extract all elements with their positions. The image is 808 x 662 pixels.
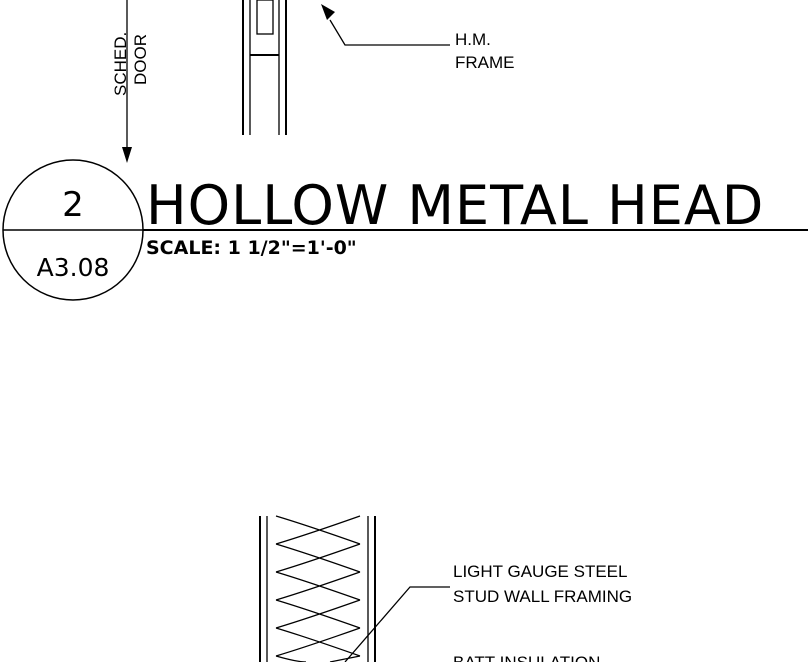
- scale-note: SCALE: 1 1/2"=1'-0": [146, 237, 357, 259]
- sched-door-leader: [122, 0, 132, 163]
- hm-frame-label-2: FRAME: [455, 53, 515, 72]
- stud-wall-section: [259, 516, 376, 662]
- hm-frame-section: [242, 0, 287, 135]
- sheet-number: A3.08: [37, 253, 110, 282]
- stud-framing-leader: [344, 586, 450, 662]
- detail-title: HOLLOW METAL HEAD: [146, 174, 764, 237]
- sched-door-label-2: DOOR: [131, 34, 150, 85]
- hm-frame-leader: [321, 4, 450, 46]
- batt-insulation-label: BATT INSULATION: [453, 653, 600, 662]
- hm-frame-label-1: H.M.: [455, 30, 491, 49]
- batt-insulation-pattern: [275, 515, 361, 662]
- detail-number: 2: [62, 185, 84, 225]
- stud-label-2: STUD WALL FRAMING: [453, 587, 632, 606]
- sched-door-label-1: SCHED.: [111, 32, 130, 96]
- stud-label-1: LIGHT GAUGE STEEL: [453, 562, 627, 581]
